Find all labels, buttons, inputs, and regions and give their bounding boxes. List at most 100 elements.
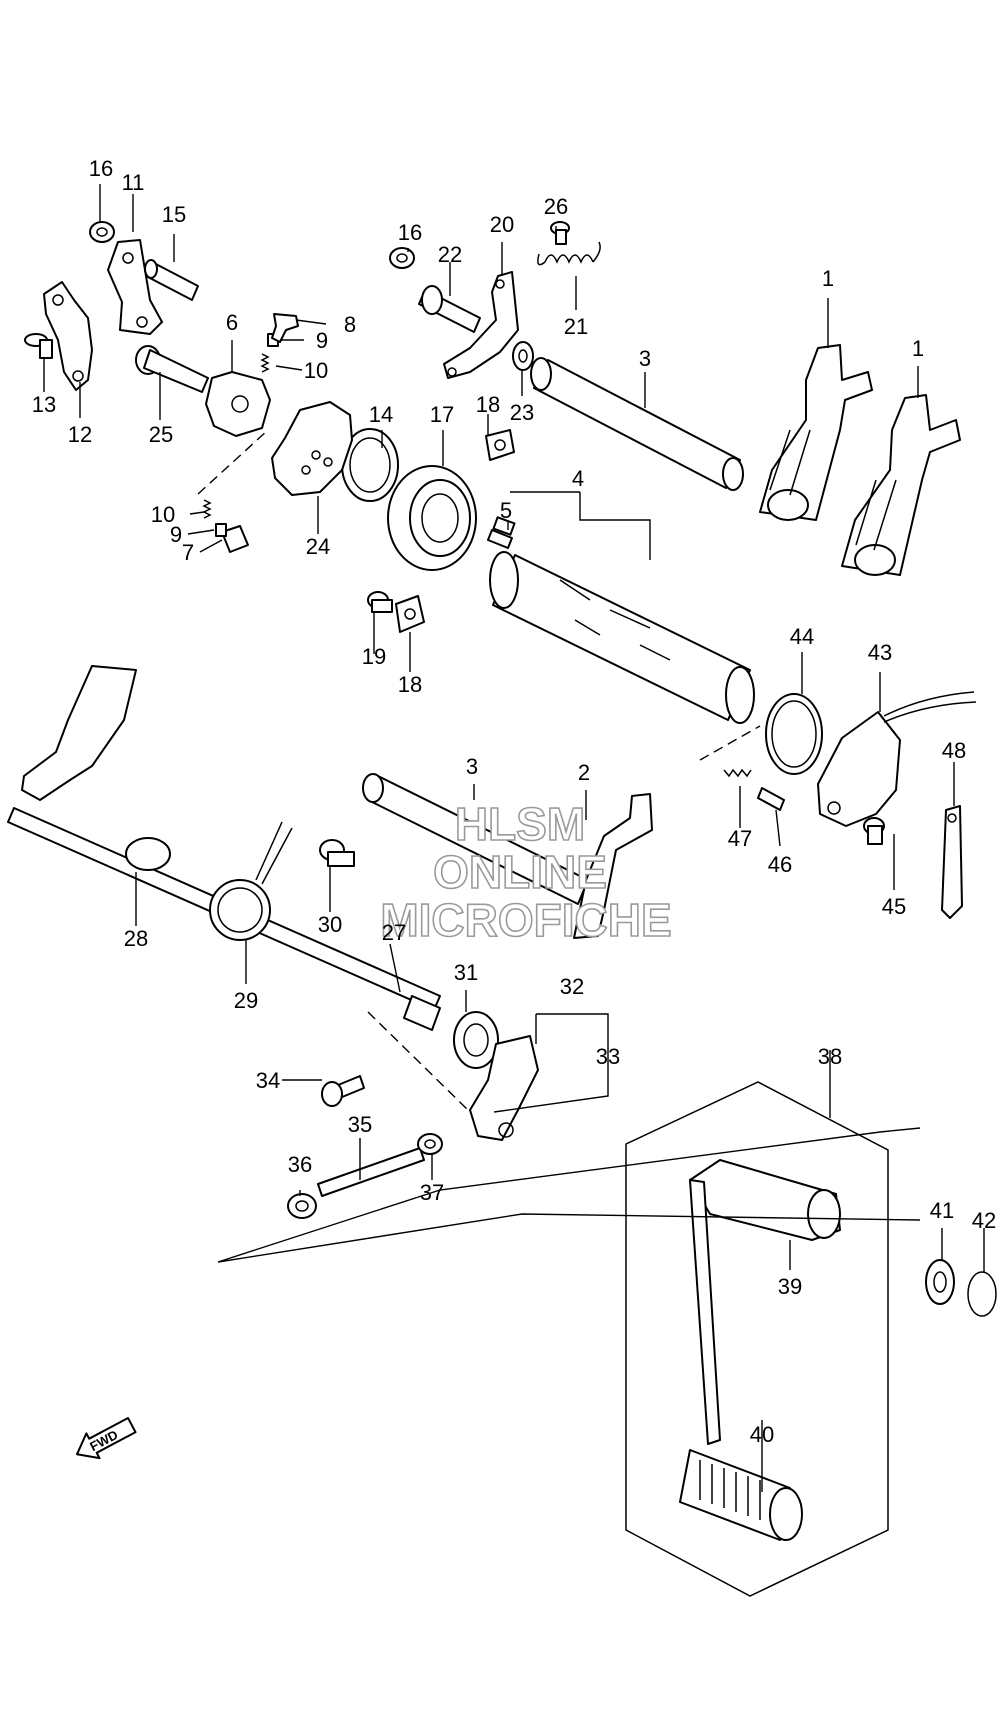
spline-27 xyxy=(403,995,441,1031)
callout-29: 29 xyxy=(234,988,258,1013)
bolt-19 xyxy=(367,591,393,613)
callout-41: 41 xyxy=(930,1198,954,1223)
bolt-30 xyxy=(319,839,355,867)
callout-31: 31 xyxy=(454,960,478,985)
callout-37: 37 xyxy=(420,1180,444,1205)
arrow-left-icon xyxy=(76,1417,137,1460)
nut-16-left xyxy=(89,221,115,243)
watermark-line-1: HLSM xyxy=(455,798,585,850)
callout-47: 47 xyxy=(728,826,752,851)
leader-lines xyxy=(43,184,985,1492)
callout-9-b: 9 xyxy=(170,522,182,547)
washer-41 xyxy=(925,1259,955,1305)
gearshift-pedal xyxy=(679,1159,841,1541)
callout-1-b: 1 xyxy=(912,336,924,361)
nut-37 xyxy=(417,1133,443,1155)
sensor-43 xyxy=(817,691,977,827)
cam-plate-24 xyxy=(271,401,353,496)
callout-46: 46 xyxy=(768,852,792,877)
cam-6 xyxy=(205,371,271,437)
watermark-line-2: ONLINE xyxy=(433,846,607,898)
watermark-line-3: MICROFICHE xyxy=(380,894,671,946)
stopper-11 xyxy=(107,239,163,335)
callout-17: 17 xyxy=(430,402,454,427)
callout-45: 45 xyxy=(882,894,906,919)
spring-21 xyxy=(537,241,601,266)
nut-36 xyxy=(287,1193,317,1219)
clamp-48 xyxy=(941,805,963,919)
stud-22 xyxy=(418,285,481,333)
callout-25: 25 xyxy=(149,422,173,447)
callout-16-a: 16 xyxy=(89,156,113,181)
fwd-marker: FWD xyxy=(76,1417,137,1460)
fork-shaft-upper xyxy=(530,357,744,491)
circlip-42 xyxy=(967,1271,997,1317)
pin-7 xyxy=(221,525,249,553)
callout-5: 5 xyxy=(500,498,512,523)
bolt-25 xyxy=(135,345,209,393)
pin-46 xyxy=(757,787,785,811)
callout-44: 44 xyxy=(790,624,814,649)
callout-10-b: 10 xyxy=(151,502,175,527)
callout-8: 8 xyxy=(344,312,356,337)
spring-10-upper xyxy=(260,353,270,373)
callout-4: 4 xyxy=(572,466,584,491)
callout-22: 22 xyxy=(438,242,462,267)
o-ring-44 xyxy=(765,693,823,775)
arm-12 xyxy=(43,281,93,391)
nut-16-right xyxy=(389,247,415,269)
bolt-45 xyxy=(863,817,885,845)
callout-11: 11 xyxy=(122,170,145,195)
callout-30: 30 xyxy=(318,912,342,937)
callout-14: 14 xyxy=(369,402,393,427)
washer-23 xyxy=(512,341,534,371)
callout-7: 7 xyxy=(182,540,194,565)
bolt-13 xyxy=(24,333,53,359)
callout-3-b: 3 xyxy=(466,754,478,779)
callout-48: 48 xyxy=(942,738,966,763)
callout-32: 32 xyxy=(560,974,584,999)
callout-33: 33 xyxy=(596,1044,620,1069)
callout-18-a: 18 xyxy=(476,392,500,417)
shift-arm-32 xyxy=(469,1035,539,1141)
callout-27: 27 xyxy=(382,920,406,945)
callout-19: 19 xyxy=(362,644,386,669)
fork-shaft-lower xyxy=(362,773,589,905)
callout-28: 28 xyxy=(124,926,148,951)
callout-40: 40 xyxy=(750,1422,774,1447)
spring-10-lower xyxy=(202,499,212,519)
watermark: HLSM ONLINE MICROFICHE xyxy=(380,797,673,947)
callout-42: 42 xyxy=(972,1208,996,1233)
shift-fork-1b xyxy=(841,394,961,576)
pin-5 xyxy=(487,529,513,549)
callout-23: 23 xyxy=(510,400,534,425)
stud-15 xyxy=(144,259,199,301)
bolt-34 xyxy=(321,1075,365,1107)
callout-16-b: 16 xyxy=(398,220,422,245)
callout-39: 39 xyxy=(778,1274,802,1299)
pin-8 xyxy=(271,313,299,343)
callout-21: 21 xyxy=(564,314,588,339)
callout-9-a: 9 xyxy=(316,328,328,353)
alignment-lines xyxy=(197,429,921,1263)
spring-29 xyxy=(209,821,293,941)
callout-15: 15 xyxy=(162,202,186,227)
shift-drum xyxy=(489,516,755,724)
callout-2: 2 xyxy=(578,760,590,785)
callout-38: 38 xyxy=(818,1044,842,1069)
bushing-28 xyxy=(125,837,171,871)
arm-20 xyxy=(443,271,519,379)
oil-seal-31 xyxy=(453,1011,499,1069)
callout-10-a: 10 xyxy=(304,358,328,383)
gearshift-lever xyxy=(7,665,441,1011)
callout-12: 12 xyxy=(68,422,92,447)
spring-47 xyxy=(723,768,752,778)
callout-26: 26 xyxy=(544,194,568,219)
callout-18-b: 18 xyxy=(398,672,422,697)
callout-24: 24 xyxy=(306,534,330,559)
callout-1-a: 1 xyxy=(822,266,834,291)
bearing-17 xyxy=(387,465,477,571)
bolt-26 xyxy=(550,221,570,245)
callout-20: 20 xyxy=(490,212,514,237)
